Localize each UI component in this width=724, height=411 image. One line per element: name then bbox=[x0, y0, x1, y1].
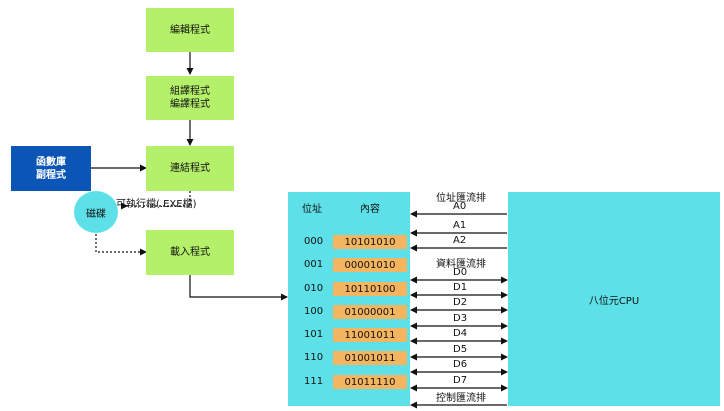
memory-cell-4: 11001011 bbox=[333, 328, 407, 342]
disk-label: 磁碟 bbox=[86, 208, 106, 220]
memory-cell-5: 01001011 bbox=[333, 351, 407, 365]
disk-circle: 磁碟 bbox=[74, 191, 118, 233]
arrow-disk-to-load bbox=[95, 230, 147, 256]
cpu-label: 八位元CPU bbox=[588, 295, 640, 307]
memory-address-6: 111 bbox=[304, 376, 324, 387]
memory-cell-6: 01011110 bbox=[333, 375, 407, 389]
arrow-link-to-disk bbox=[121, 191, 191, 210]
memory-address-0: 000 bbox=[304, 236, 324, 247]
compile-program-box: 組譯程式 編譯程式 bbox=[146, 76, 234, 120]
arrow-load-to-memory bbox=[189, 275, 288, 301]
data-line-label-d5: D5 bbox=[453, 344, 468, 355]
data-line-label-d1: D1 bbox=[453, 282, 468, 293]
memory-address-2: 010 bbox=[304, 283, 324, 294]
memory-cell-0: 10101010 bbox=[333, 235, 407, 249]
data-line-label-d3: D3 bbox=[453, 313, 468, 324]
data-line-label-d0: D0 bbox=[453, 267, 468, 278]
data-line-label-d2: D2 bbox=[453, 297, 468, 308]
content-header: 內容 bbox=[360, 204, 380, 215]
link-program-box: 連結程式 bbox=[146, 146, 234, 191]
library-label-line1: 函數庫 bbox=[36, 156, 66, 168]
assembler-label: 組譯程式 bbox=[170, 86, 210, 97]
memory-cell-3: 01000001 bbox=[333, 305, 407, 319]
memory-cell-2: 10110100 bbox=[333, 282, 407, 296]
data-line-label-d4: D4 bbox=[453, 328, 468, 339]
address-line-label-a1: A1 bbox=[453, 220, 467, 231]
load-program-label: 載入程式 bbox=[170, 247, 210, 258]
edit-program-box: 編輯程式 bbox=[146, 8, 234, 52]
link-program-label: 連結程式 bbox=[170, 163, 210, 174]
control-bus-label: 控制匯流排 bbox=[436, 393, 486, 404]
address-line-label-a2: A2 bbox=[453, 235, 467, 246]
executable-file-label: 可執行檔(.EXE檔) bbox=[116, 199, 197, 210]
edit-program-label: 編輯程式 bbox=[170, 24, 210, 36]
memory-block bbox=[288, 192, 410, 406]
library-box: 函數庫 副程式 bbox=[11, 146, 91, 191]
memory-cell-1: 00001010 bbox=[333, 258, 407, 272]
library-label-line2: 副程式 bbox=[36, 169, 66, 181]
address-bus-label: 位址匯流排 bbox=[436, 193, 486, 204]
data-bus-label: 資料匯流排 bbox=[436, 259, 486, 270]
address-line-label-a0: A0 bbox=[453, 201, 467, 212]
compiler-label: 編譯程式 bbox=[170, 99, 210, 110]
data-line-label-d6: D6 bbox=[453, 359, 468, 370]
memory-address-5: 110 bbox=[304, 352, 324, 363]
data-line-label-d7: D7 bbox=[453, 375, 468, 386]
cpu-block: 八位元CPU bbox=[508, 192, 720, 406]
address-header: 位址 bbox=[302, 204, 322, 215]
memory-address-4: 101 bbox=[304, 329, 324, 340]
load-program-box: 載入程式 bbox=[146, 230, 234, 275]
memory-address-1: 001 bbox=[304, 259, 324, 270]
memory-address-3: 100 bbox=[304, 306, 324, 317]
